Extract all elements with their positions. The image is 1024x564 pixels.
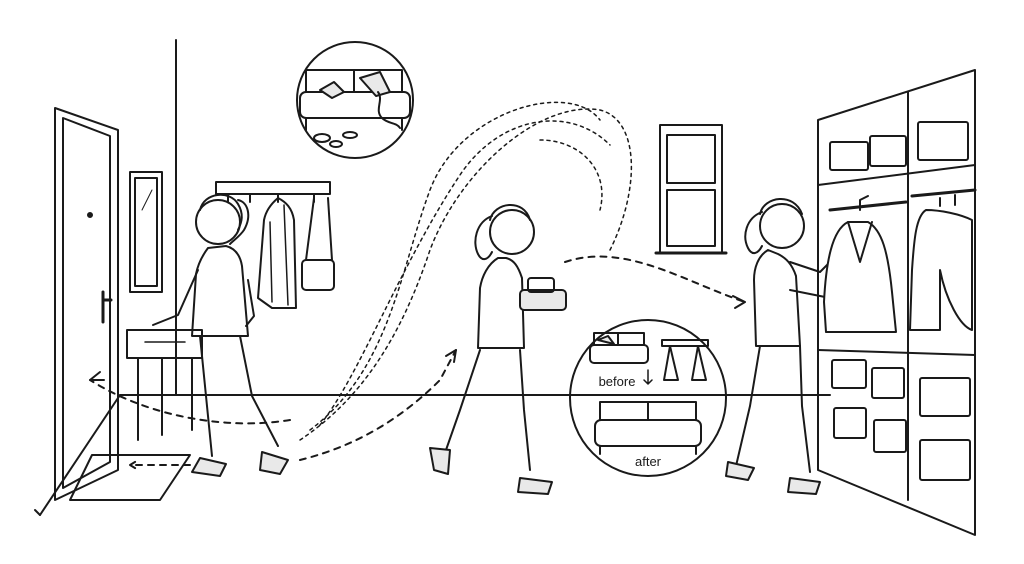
- window: [654, 124, 728, 255]
- storage-box: [829, 141, 869, 171]
- path-to-mat: [299, 349, 457, 461]
- before-after-bubble: before after: [569, 319, 727, 477]
- person-carrying: [429, 204, 567, 495]
- before-hooks-icon: [661, 339, 709, 381]
- storage-box: [919, 439, 971, 481]
- closet-jacket: [909, 209, 973, 331]
- before-sofa-icon: [589, 332, 649, 364]
- messy-sofa-bubble: [296, 41, 414, 159]
- path-to-closet: [564, 255, 746, 303]
- hanging-coat: [257, 197, 297, 309]
- motion-paths: [89, 255, 746, 472]
- person-hanging-jacket: [725, 195, 897, 495]
- storage-box: [873, 419, 907, 453]
- swirl-paths: [299, 101, 633, 441]
- before-label: before: [599, 374, 636, 389]
- storage-box: [871, 367, 905, 399]
- storage-box: [919, 377, 971, 417]
- doormat: [69, 454, 191, 501]
- storage-box: [833, 407, 867, 439]
- room-walls: [34, 39, 831, 516]
- wall-mirror: [129, 171, 163, 293]
- person-at-entry: [152, 194, 289, 477]
- path-to-door: [89, 379, 291, 425]
- storage-box: [831, 359, 867, 389]
- after-sofa-icon: [594, 401, 702, 455]
- front-door: [54, 107, 119, 501]
- coat-rack: [215, 181, 335, 309]
- storage-box: [869, 135, 907, 167]
- hanging-bag: [305, 197, 333, 261]
- storage-box: [917, 121, 969, 161]
- console-table: [126, 329, 203, 441]
- held-jacket: [823, 221, 897, 333]
- closet: [817, 69, 977, 536]
- after-label: after: [635, 454, 662, 469]
